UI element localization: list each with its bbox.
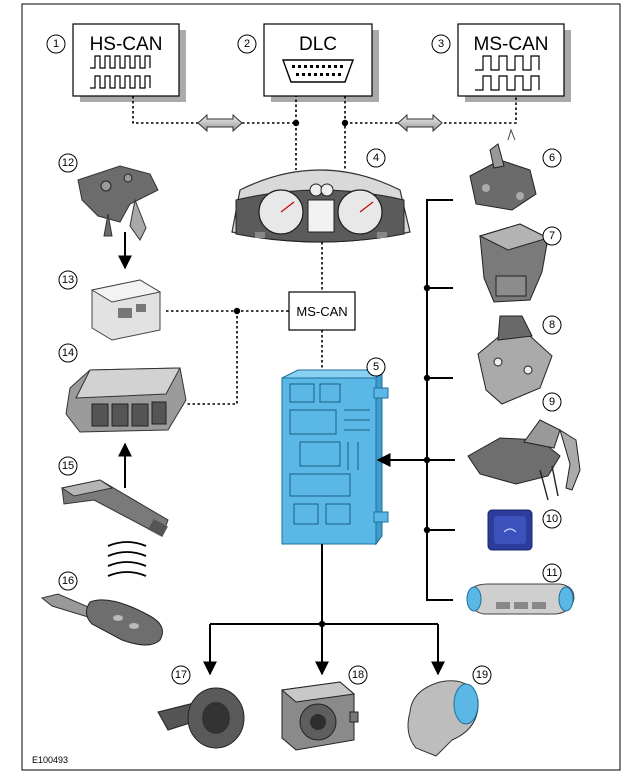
callout-14: 14 xyxy=(58,343,78,363)
junction-9 xyxy=(423,456,431,464)
ms-can-to-module-14-line xyxy=(186,311,238,405)
svg-text:6: 6 xyxy=(549,152,555,164)
junction-7 xyxy=(423,284,431,292)
hs-can-line-b xyxy=(242,96,297,124)
ms-can-line-b xyxy=(444,96,517,124)
callout-18: 18 xyxy=(348,665,368,685)
radio-signal-icon xyxy=(107,541,147,577)
ms-can-waveform-bottom xyxy=(475,75,540,91)
svg-text:7: 7 xyxy=(549,230,555,242)
junction-8 xyxy=(423,374,431,382)
liftgate-latch-image xyxy=(478,223,550,303)
luggage-latch-image xyxy=(477,315,553,405)
instrument-cluster-image xyxy=(231,169,411,243)
junction-10 xyxy=(423,526,431,534)
callout-13: 13 xyxy=(58,270,78,290)
callout-5: 5 xyxy=(366,357,386,377)
callout-3: 3 xyxy=(431,34,451,54)
svg-text:18: 18 xyxy=(352,669,364,681)
svg-text:10: 10 xyxy=(546,513,558,525)
gateway-arrow-right xyxy=(397,113,443,133)
diagram-border xyxy=(21,3,621,771)
door-latch-image xyxy=(467,419,581,501)
ms-can-box-top: MS-CAN xyxy=(457,23,571,102)
figure-id: E100493 xyxy=(32,755,68,765)
svg-text:4: 4 xyxy=(373,152,379,164)
svg-text:11: 11 xyxy=(546,567,557,579)
mirror-lamp-image xyxy=(407,680,479,757)
junction-ms-can xyxy=(341,119,349,127)
horn-image xyxy=(157,687,245,749)
callout-6: 6 xyxy=(542,148,562,168)
ms-can-waveform-top xyxy=(475,55,540,71)
module-13-image xyxy=(90,279,162,341)
obd-pins xyxy=(292,65,343,76)
junction-hs-can xyxy=(292,119,300,127)
callout-1: 1 xyxy=(46,34,66,54)
svg-text:14: 14 xyxy=(62,347,74,359)
alarm-siren-image xyxy=(280,681,359,751)
svg-text:3: 3 xyxy=(438,38,444,50)
hs-can-waveform-bottom xyxy=(90,75,151,89)
svg-text:15: 15 xyxy=(62,460,74,472)
ms-can-mid-label: MS-CAN xyxy=(296,304,347,319)
callout-10: 10 xyxy=(542,509,562,529)
ms-can-top-label: MS-CAN xyxy=(474,34,549,55)
blue-switch-image xyxy=(487,509,533,551)
svg-text:2: 2 xyxy=(244,38,250,50)
callout-8: 8 xyxy=(542,315,562,335)
callout-17: 17 xyxy=(171,665,191,685)
svg-text:19: 19 xyxy=(476,669,488,681)
hs-can-label: HS-CAN xyxy=(90,34,163,55)
callout-7: 7 xyxy=(542,226,562,246)
module-14-image xyxy=(65,367,187,433)
hs-can-box: HS-CAN xyxy=(72,23,186,102)
callout-2: 2 xyxy=(237,34,257,54)
callout-16: 16 xyxy=(58,571,78,591)
transceiver-image xyxy=(60,479,169,538)
svg-text:13: 13 xyxy=(62,274,74,286)
svg-text:16: 16 xyxy=(62,575,74,587)
callout-9: 9 xyxy=(542,392,562,412)
body-control-module-image xyxy=(281,368,389,546)
steering-lock-image xyxy=(77,165,159,241)
svg-text:17: 17 xyxy=(175,669,187,681)
obd-connector-icon xyxy=(282,59,354,83)
callout-11: 11 xyxy=(542,563,562,583)
svg-text:9: 9 xyxy=(549,396,555,408)
junction-left-modules xyxy=(233,307,241,315)
interior-lamp-image xyxy=(466,583,575,615)
dlc-box: DLC xyxy=(263,23,379,102)
callout-4: 4 xyxy=(366,148,386,168)
svg-text:1: 1 xyxy=(53,38,59,50)
right-feed-bus xyxy=(426,199,453,601)
svg-text:5: 5 xyxy=(373,361,379,373)
dlc-label: DLC xyxy=(299,34,337,55)
svg-text:8: 8 xyxy=(549,319,555,331)
callout-12: 12 xyxy=(58,153,78,173)
callout-15: 15 xyxy=(58,456,78,476)
hs-can-waveform-top xyxy=(90,55,151,69)
svg-text:12: 12 xyxy=(62,157,74,169)
ms-can-box-mid xyxy=(288,291,356,331)
hood-latch-image xyxy=(469,128,537,211)
remote-key-image xyxy=(40,593,163,646)
hs-can-line-a xyxy=(132,96,198,124)
callout-19: 19 xyxy=(472,665,492,685)
gateway-arrow-left xyxy=(197,113,243,133)
